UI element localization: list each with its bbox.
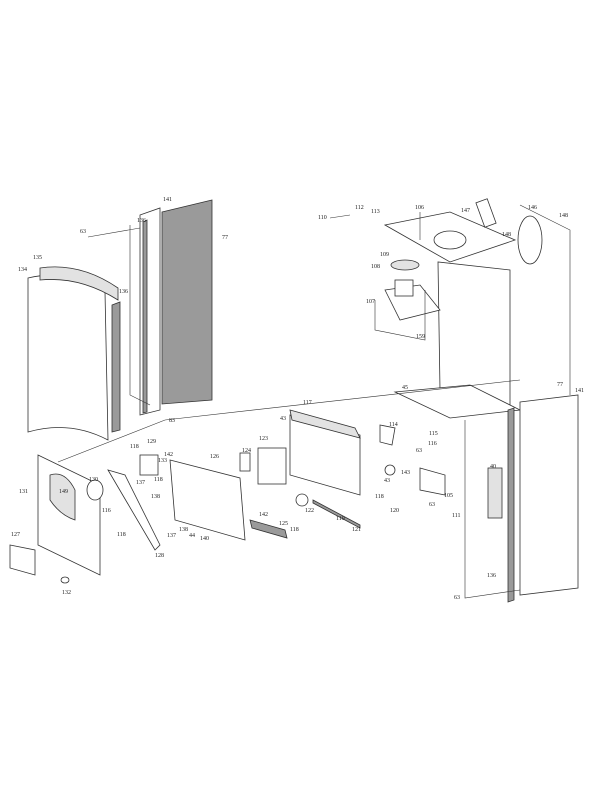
part-label-142: 142 [259,512,268,518]
part-label-136: 136 [137,218,146,224]
part-label-137: 137 [167,533,176,539]
part-label-63: 63 [416,448,422,454]
part-label-118: 118 [130,444,139,450]
part-label-159: 159 [416,334,425,340]
part-label-131: 131 [19,489,28,495]
part-label-141: 141 [163,197,172,203]
part-label-43: 43 [280,416,286,422]
part-label-77: 77 [557,382,563,388]
part-label-63: 63 [429,502,435,508]
part-label-138: 138 [179,527,188,533]
part-label-113: 113 [371,209,380,215]
part-label-134: 134 [18,267,27,273]
part-label-128: 128 [155,553,164,559]
part-labels: 141 136 63 77 135 134 136 83 110 112 113 106 147 146 1… [11,197,584,601]
part-label-45: 45 [402,385,408,391]
part-label-108: 108 [371,264,380,270]
part-label-118: 118 [154,477,163,483]
part-label-138: 138 [151,494,160,500]
part-label-107: 107 [366,299,375,305]
part-label-77: 77 [222,235,228,241]
part-label-148: 148 [502,232,511,238]
part-label-130: 130 [89,477,98,483]
part-label-123: 123 [259,436,268,442]
part-label-116: 116 [428,441,437,447]
part-label-127: 127 [11,532,20,538]
part-label-120: 120 [390,508,399,514]
part-label-110: 110 [318,215,327,221]
part-label-133: 133 [158,458,167,464]
part-label-146: 146 [528,205,537,211]
part-label-141: 141 [575,388,584,394]
part-label-115: 115 [429,431,438,437]
part-label-126: 126 [210,454,219,460]
part-label-142: 142 [164,452,173,458]
part-label-129: 129 [147,439,156,445]
side-panel-left [139,199,213,416]
part-label-105: 105 [444,493,453,499]
part-label-124: 124 [242,448,251,454]
part-label-111: 111 [452,513,461,519]
part-label-44: 44 [189,533,195,539]
front-case-panel [27,266,121,441]
part-label-122: 122 [305,508,314,514]
part-label-63: 63 [80,229,86,235]
part-label-119: 119 [336,516,345,522]
part-label-148: 148 [559,213,568,219]
part-label-140: 140 [200,536,209,542]
part-label-112: 112 [355,205,364,211]
part-label-143: 143 [401,470,410,476]
part-label-136: 136 [119,289,128,295]
part-label-43: 43 [384,478,390,484]
part-label-118: 118 [375,494,384,500]
side-panel-right [487,394,579,603]
leader-lines [57,204,571,599]
part-label-137: 137 [136,480,145,486]
part-label-132: 132 [62,590,71,596]
part-label-117: 117 [303,400,312,406]
part-label-114: 114 [389,422,398,428]
part-label-118: 118 [290,527,299,533]
control-panel-assembly [9,409,446,584]
boiler-chassis [383,198,543,419]
part-label-116: 116 [102,508,111,514]
part-label-40: 40 [490,464,496,470]
part-label-135: 135 [33,255,42,261]
part-label-118: 118 [117,532,126,538]
part-label-83: 83 [169,418,175,424]
part-label-106: 106 [415,205,424,211]
part-label-147: 147 [461,208,470,214]
part-label-149: 149 [59,489,68,495]
part-label-136: 136 [487,573,496,579]
part-label-109: 109 [380,252,389,258]
part-label-63: 63 [454,595,460,601]
part-label-121: 121 [352,527,361,533]
part-label-125: 125 [279,521,288,527]
